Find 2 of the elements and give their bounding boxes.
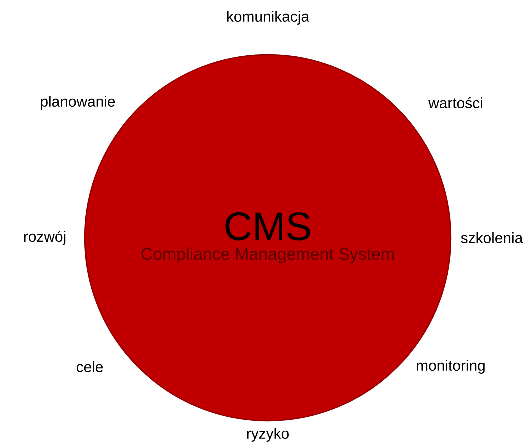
label: komunikacja xyxy=(227,11,310,25)
label: rozwój xyxy=(24,230,66,246)
